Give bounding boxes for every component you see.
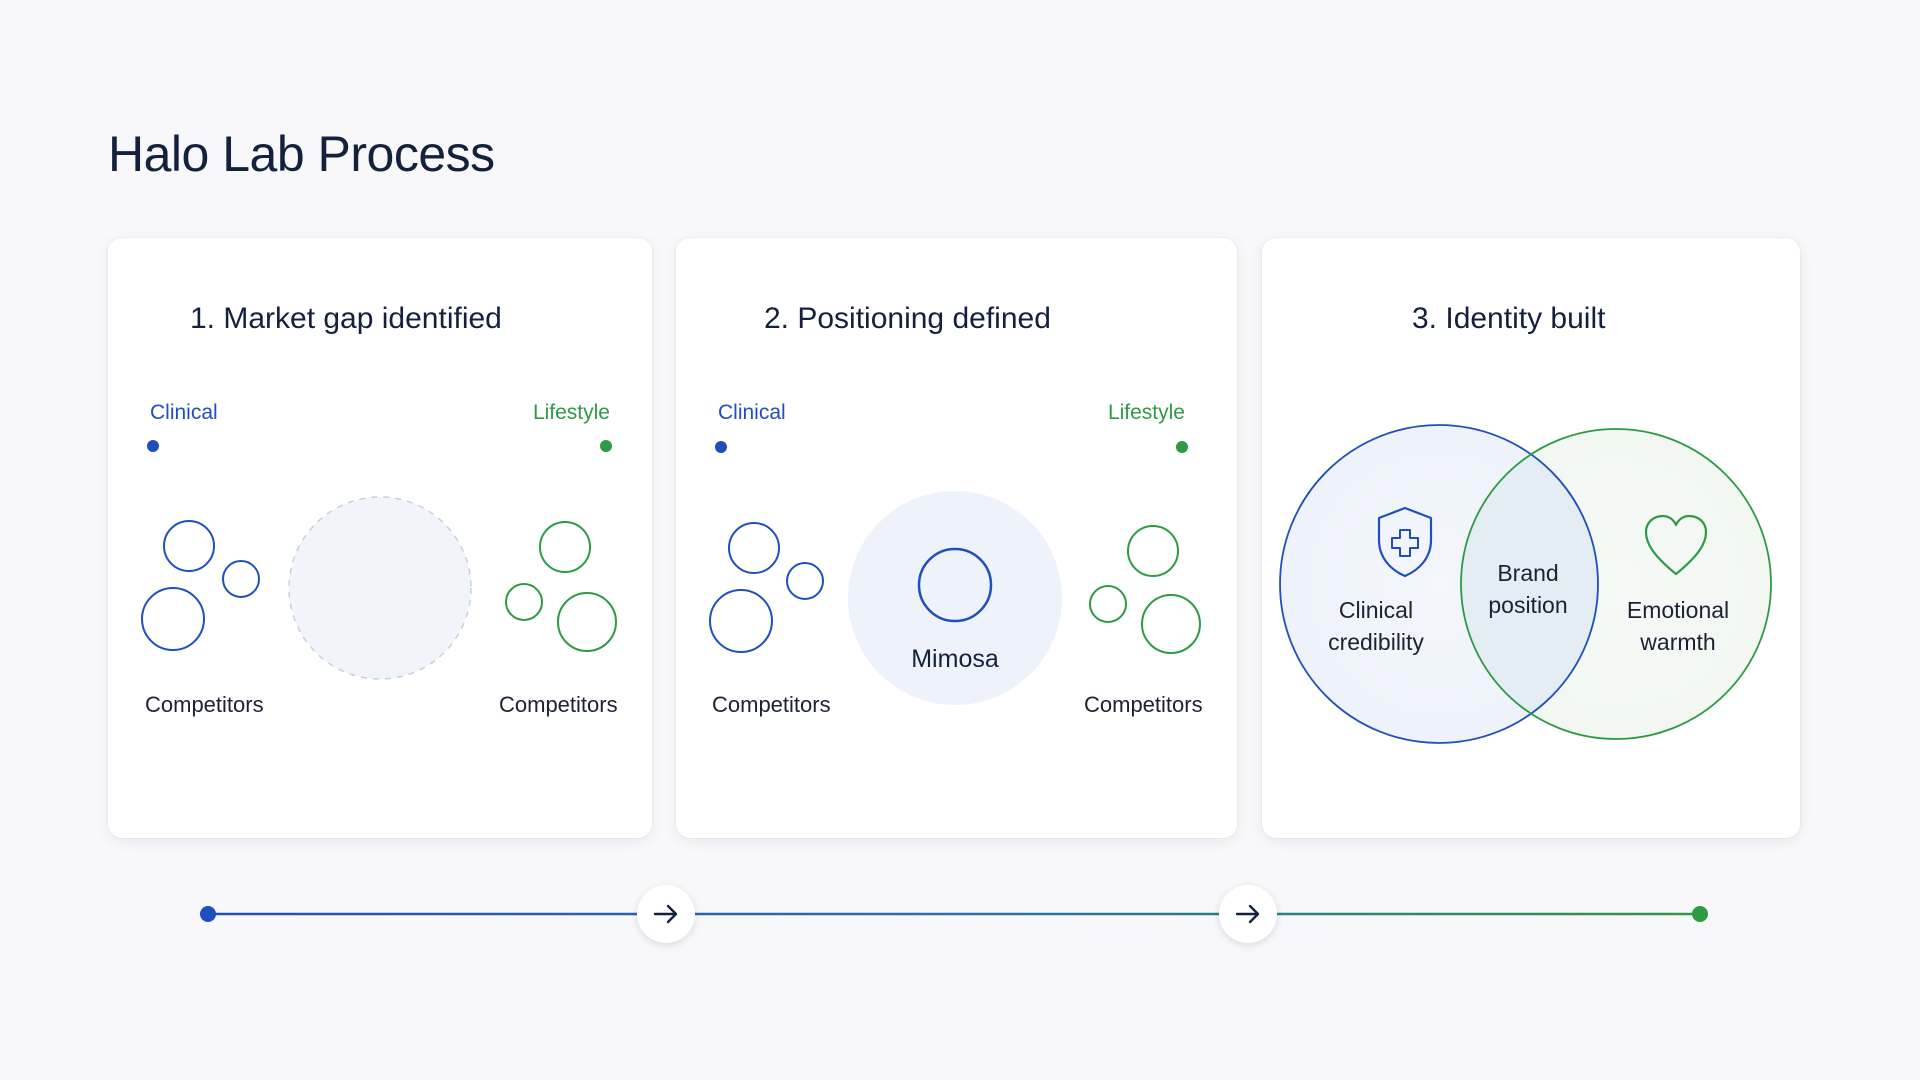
venn-label-brand-position: Brand — [1497, 560, 1558, 586]
competitor-circle — [728, 522, 780, 574]
axis-endpoint-clinical — [147, 440, 159, 452]
mimosa-position-highlight — [848, 491, 1062, 705]
step-card-identity: 3. Identity built Clinical credibility B… — [1262, 238, 1800, 838]
axis-endpoint-clinical — [715, 441, 727, 453]
step-title: 3. Identity built — [1412, 302, 1606, 335]
competitor-circle — [505, 583, 543, 621]
positioning-diagram: Clinical Lifestyle Mimosa Competitors Co… — [709, 401, 1203, 717]
competitor-circle — [1141, 594, 1201, 654]
mimosa-label: Mimosa — [911, 645, 999, 673]
mimosa-circle — [917, 547, 993, 623]
competitor-circle — [557, 592, 617, 652]
competitors-label-right: Competitors — [499, 692, 618, 717]
competitor-circle — [1089, 585, 1127, 623]
venn-label-clinical-credibility: Clinical — [1339, 597, 1413, 623]
identity-venn-diagram: Clinical credibility Brand position Emot… — [1279, 424, 1772, 744]
competitors-label-left: Competitors — [145, 692, 264, 717]
competitors-label-right: Competitors — [1084, 692, 1203, 717]
axis-label-lifestyle: Lifestyle — [1108, 401, 1185, 424]
axis-endpoint-lifestyle — [1176, 441, 1188, 453]
market-gap-diagram: Clinical Lifestyle Competitors Competito… — [141, 401, 618, 717]
heart-icon — [1644, 514, 1708, 576]
venn-label-emotional-warmth: warmth — [1639, 629, 1715, 655]
axis-endpoint-lifestyle — [600, 440, 612, 452]
step-card-market-gap: 1. Market gap identified Clinical Lifest… — [108, 238, 652, 838]
step-title: 2. Positioning defined — [764, 302, 1051, 335]
venn-label-clinical-credibility: credibility — [1328, 629, 1424, 655]
step-connector-1[interactable] — [637, 885, 695, 943]
competitor-circle — [786, 562, 824, 600]
competitor-circle — [222, 560, 260, 598]
step-title: 1. Market gap identified — [190, 302, 502, 335]
step-connector-2[interactable] — [1219, 885, 1277, 943]
axis-label-lifestyle: Lifestyle — [533, 401, 610, 424]
track-end-dot — [1692, 906, 1708, 922]
competitors-label-left: Competitors — [712, 692, 831, 717]
venn-circle-clinical — [1279, 424, 1599, 744]
axis-label-clinical: Clinical — [150, 401, 218, 424]
venn-label-emotional-warmth: Emotional — [1627, 597, 1729, 623]
step-card-positioning: 2. Positioning defined Clinical Lifestyl… — [676, 238, 1237, 838]
venn-overlap — [1461, 429, 1598, 739]
venn-label-brand-position: position — [1488, 592, 1567, 618]
arrow-right-icon — [653, 904, 678, 924]
page-title: Halo Lab Process — [108, 126, 495, 182]
axis-label-clinical: Clinical — [718, 401, 786, 424]
shield-cross-icon — [1377, 506, 1433, 578]
competitor-circle — [141, 587, 205, 651]
arrow-right-icon — [1235, 904, 1260, 924]
competitor-circle — [163, 520, 215, 572]
competitor-circle — [539, 521, 591, 573]
competitor-circle — [1127, 525, 1179, 577]
venn-circle-warmth — [1460, 428, 1772, 740]
track-start-dot — [200, 906, 216, 922]
competitor-circle — [709, 589, 773, 653]
market-gap-placeholder — [288, 496, 472, 680]
